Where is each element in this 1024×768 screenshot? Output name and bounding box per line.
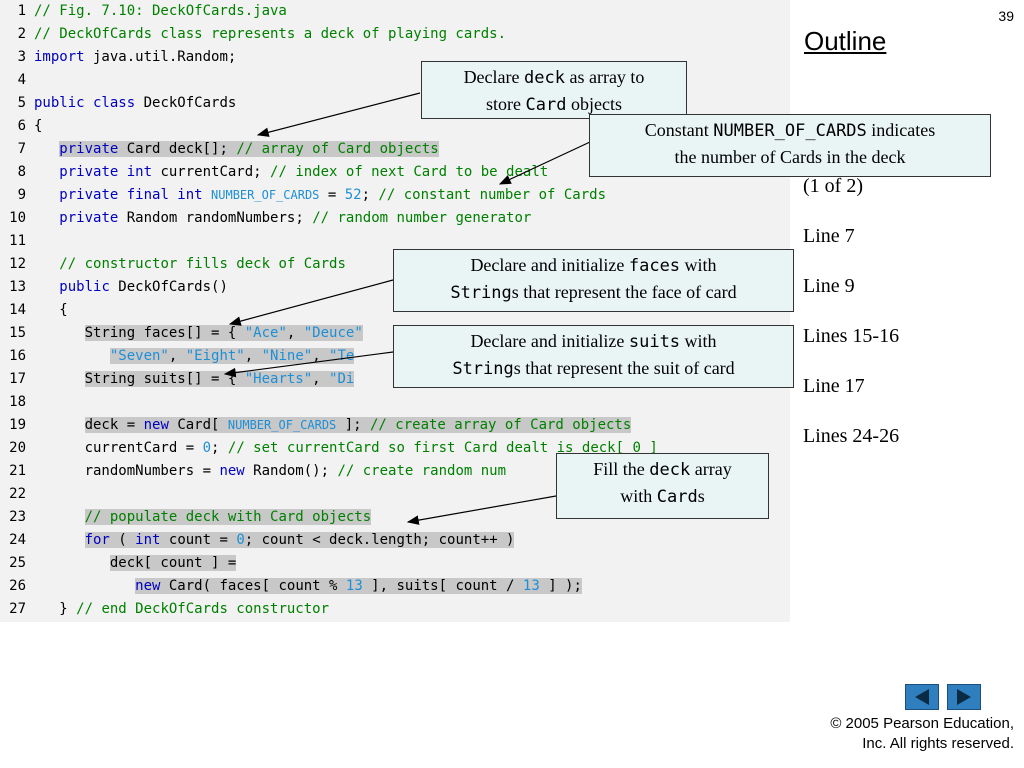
code-line-1: 1// Fig. 7.10: DeckOfCards.java bbox=[0, 0, 287, 23]
code-line-13: 13 public DeckOfCards() bbox=[0, 276, 228, 299]
callout-declare-faces: Declare and initialize faces with String… bbox=[393, 249, 794, 312]
outline-item-lines-15-16: Lines 15-16 bbox=[803, 325, 900, 347]
line-number: 9 bbox=[17, 187, 26, 203]
code-line-16: 16 "Seven", "Eight", "Nine", "Te bbox=[0, 345, 355, 368]
code-line-25: 25 deck[ count ] = bbox=[0, 552, 237, 575]
next-slide-button[interactable] bbox=[947, 684, 981, 710]
line-number: 20 bbox=[9, 440, 26, 456]
previous-slide-icon bbox=[915, 689, 929, 705]
line-number: 22 bbox=[9, 486, 26, 502]
line-number: 19 bbox=[9, 417, 26, 433]
code-line-24: 24 for ( int count = 0; count < deck.len… bbox=[0, 529, 515, 552]
line-number: 17 bbox=[9, 371, 26, 387]
code-line-22: 22 bbox=[0, 483, 34, 506]
code-line-4: 4 bbox=[0, 69, 34, 92]
outline-item: (1 of 2) bbox=[803, 175, 863, 197]
outline-title[interactable]: Outline bbox=[804, 26, 887, 56]
line-number: 3 bbox=[17, 49, 26, 65]
callout-constant-number-of-cards: Constant NUMBER_OF_CARDS indicates the n… bbox=[589, 114, 991, 177]
line-number: 15 bbox=[9, 325, 26, 341]
code-line-7: 7 private Card deck[]; // array of Card … bbox=[0, 138, 439, 161]
outline-item-line-17: Line 17 bbox=[803, 375, 865, 397]
code-line-23: 23 // populate deck with Card objects bbox=[0, 506, 372, 529]
code-line-21: 21 randomNumbers = new Random(); // crea… bbox=[0, 460, 506, 483]
code-line-12: 12 // constructor fills deck of Cards bbox=[0, 253, 346, 276]
outline-item-line-7: Line 7 bbox=[803, 225, 855, 247]
line-number: 4 bbox=[17, 72, 26, 88]
slide-number: 39 bbox=[998, 8, 1014, 24]
line-number: 7 bbox=[17, 141, 26, 157]
callout-fill-deck: Fill the deck array with Cards bbox=[556, 453, 769, 519]
code-line-26: 26 new Card( faces[ count % 13 ], suits[… bbox=[0, 575, 582, 598]
previous-slide-button[interactable] bbox=[905, 684, 939, 710]
line-number: 13 bbox=[9, 279, 26, 295]
copyright-notice: © 2005 Pearson Education, Inc. All right… bbox=[830, 715, 1014, 752]
outline-item-lines-24-26: Lines 24-26 bbox=[803, 425, 900, 447]
outline-item-line-9: Line 9 bbox=[803, 275, 855, 297]
line-number: 14 bbox=[9, 302, 26, 318]
code-line-15: 15 String faces[] = { "Ace", "Deuce" bbox=[0, 322, 363, 345]
code-line-19: 19 deck = new Card[ NUMBER_OF_CARDS ]; /… bbox=[0, 414, 632, 437]
line-number: 24 bbox=[9, 532, 26, 548]
code-line-9: 9 private final int NUMBER_OF_CARDS = 52… bbox=[0, 184, 606, 207]
next-slide-icon bbox=[957, 689, 971, 705]
line-number: 23 bbox=[9, 509, 26, 525]
code-line-20: 20 currentCard = 0; // set currentCard s… bbox=[0, 437, 658, 460]
line-number: 2 bbox=[17, 26, 26, 42]
line-number: 11 bbox=[9, 233, 26, 249]
code-line-6: 6{ bbox=[0, 115, 43, 138]
line-number: 6 bbox=[17, 118, 26, 134]
line-number: 27 bbox=[9, 601, 26, 617]
code-line-27: 27 } // end DeckOfCards constructor bbox=[0, 598, 329, 621]
code-line-14: 14 { bbox=[0, 299, 68, 322]
code-line-17: 17 String suits[] = { "Hearts", "Di bbox=[0, 368, 355, 391]
code-line-2: 2// DeckOfCards class represents a deck … bbox=[0, 23, 506, 46]
callout-declare-suits: Declare and initialize suits with String… bbox=[393, 325, 794, 388]
line-number: 25 bbox=[9, 555, 26, 571]
line-number: 1 bbox=[17, 3, 26, 19]
line-number: 26 bbox=[9, 578, 26, 594]
line-number: 18 bbox=[9, 394, 26, 410]
code-line-11: 11 bbox=[0, 230, 34, 253]
line-number: 5 bbox=[17, 95, 26, 111]
line-number: 16 bbox=[9, 348, 26, 364]
code-line-10: 10 private Random randomNumbers; // rand… bbox=[0, 207, 531, 230]
line-number: 8 bbox=[17, 164, 26, 180]
line-number: 10 bbox=[9, 210, 26, 226]
code-line-8: 8 private int currentCard; // index of n… bbox=[0, 161, 549, 184]
callout-declare-deck: Declare deck as array to store Card obje… bbox=[421, 61, 687, 119]
line-number: 12 bbox=[9, 256, 26, 272]
line-number: 21 bbox=[9, 463, 26, 479]
code-line-18: 18 bbox=[0, 391, 34, 414]
